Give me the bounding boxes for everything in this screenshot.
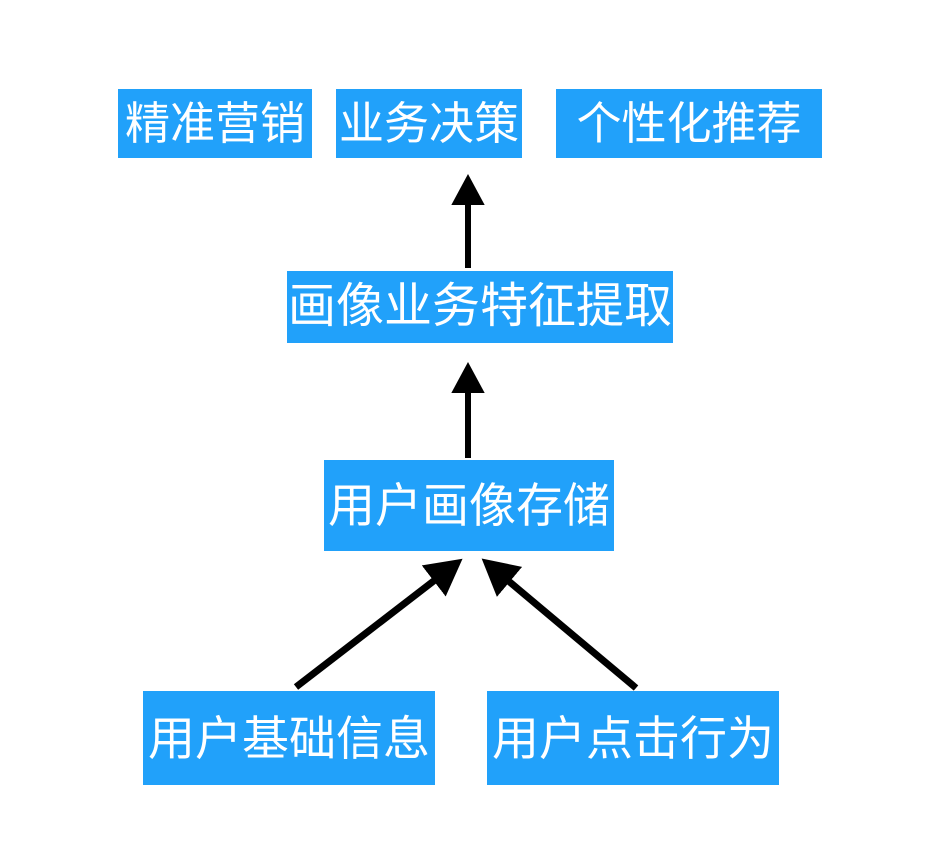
edge-basic-to-storage-arrow — [293, 558, 463, 690]
node-user-click-behavior[interactable]: 用户点击行为 — [487, 691, 779, 785]
node-user-basic-information[interactable]: 用户基础信息 — [143, 691, 435, 785]
node-precision-marketing[interactable]: 精准营销 — [118, 89, 312, 158]
node-user-profile-storage[interactable]: 用户画像存储 — [324, 460, 614, 551]
node-label: 精准营销 — [124, 98, 305, 149]
edge-click-to-storage-arrow — [481, 558, 639, 691]
node-label: 用户画像存储 — [328, 479, 610, 532]
node-label: 个性化推荐 — [576, 98, 802, 149]
node-profile-business-feature-extraction[interactable]: 画像业务特征提取 — [287, 271, 673, 343]
node-personalized-recommendation[interactable]: 个性化推荐 — [556, 89, 822, 158]
node-business-decision[interactable]: 业务决策 — [336, 89, 522, 158]
node-label: 用户基础信息 — [148, 711, 430, 765]
node-label: 画像业务特征提取 — [287, 280, 672, 333]
node-label: 业务决策 — [338, 98, 519, 149]
node-label: 用户点击行为 — [492, 711, 774, 765]
